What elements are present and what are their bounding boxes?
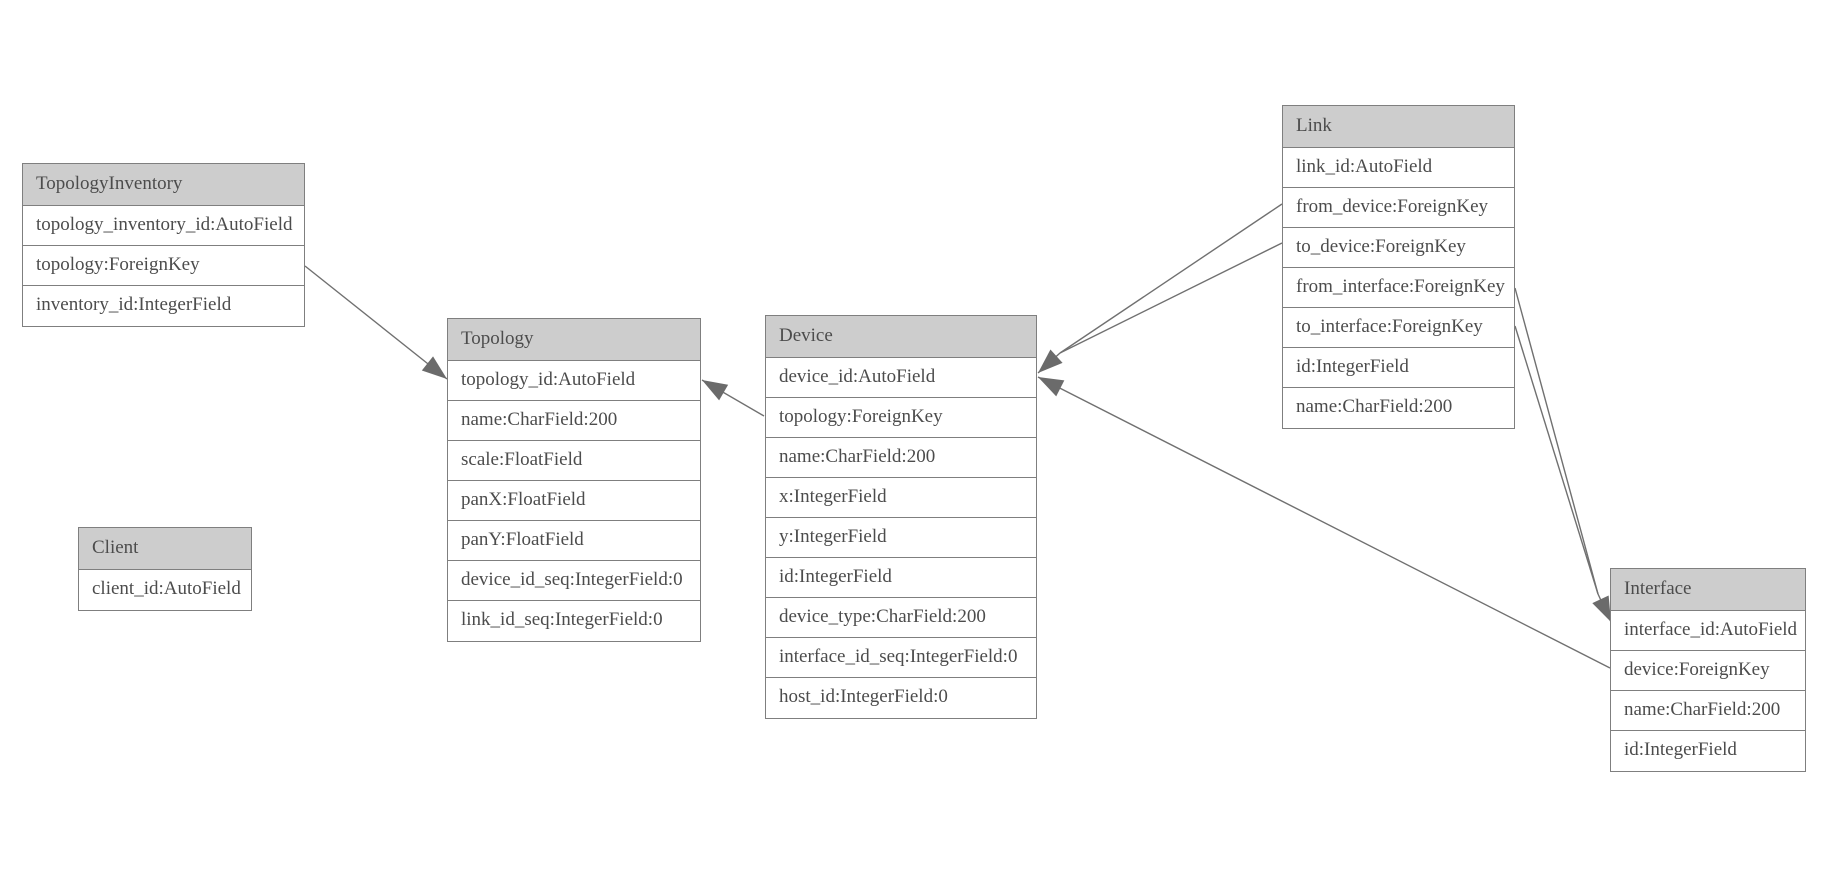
field-row: name:CharField:200 — [766, 438, 1036, 478]
entity-title-topology: Topology — [448, 319, 700, 361]
field-row: to_interface:ForeignKey — [1283, 308, 1514, 348]
field-row: device:ForeignKey — [1611, 651, 1805, 691]
field-row: inventory_id:IntegerField — [36, 294, 232, 315]
relationship-line-link-to_device-line — [1059, 242, 1283, 354]
field-row: device_type:CharField:200 — [766, 598, 1036, 638]
field-row: link_id:AutoField — [1283, 148, 1514, 188]
field-row: name:CharField:200 — [1296, 396, 1453, 417]
field-row: name:CharField:200 — [1611, 691, 1805, 731]
relationship-line-link-to_interface-line — [1514, 325, 1599, 595]
field-row: topology:ForeignKey — [23, 246, 304, 286]
entity-title-client: Client — [79, 528, 251, 570]
field-row: scale:FloatField — [448, 441, 700, 481]
field-row: panX:FloatField — [448, 481, 700, 521]
field-row: interface_id_seq:IntegerField:0 — [766, 638, 1036, 678]
field-row: id:IntegerField — [1624, 739, 1737, 760]
field-row: topology_inventory_id:AutoField — [23, 206, 304, 246]
field-row: host_id:IntegerField:0 — [779, 686, 948, 707]
entity-title-topologyinventory: TopologyInventory — [23, 164, 304, 206]
relationship-line-link-from_interface-line — [1514, 287, 1599, 595]
relationship-line-topologyinventory-topology — [304, 265, 448, 380]
field-row: panY:FloatField — [448, 521, 700, 561]
field-row: y:IntegerField — [766, 518, 1036, 558]
field-row: id:IntegerField — [1283, 348, 1514, 388]
field-row: link_id_seq:IntegerField:0 — [461, 609, 663, 630]
arrowhead-icon-link-interface-arrow — [1592, 595, 1611, 622]
arrowhead-icon-device-topology — [702, 380, 729, 401]
arrowhead-icon-topologyinventory-topology — [421, 356, 447, 379]
field-row: topology:ForeignKey — [766, 398, 1036, 438]
field-row: name:CharField:200 — [448, 401, 700, 441]
field-row: from_device:ForeignKey — [1283, 188, 1514, 228]
field-row: id:IntegerField — [766, 558, 1036, 598]
field-row: device_id_seq:IntegerField:0 — [448, 561, 700, 601]
field-row: interface_id:AutoField — [1611, 611, 1805, 651]
entity-client: Client client_id:AutoField — [78, 527, 252, 611]
field-row: x:IntegerField — [766, 478, 1036, 518]
field-row: topology_id:AutoField — [448, 361, 700, 401]
field-row: to_device:ForeignKey — [1283, 228, 1514, 268]
arrowhead-icon-link-device-arrow — [1038, 349, 1063, 373]
relationship-line-link-from_device-line — [1059, 203, 1283, 354]
field-row: client_id:AutoField — [92, 578, 241, 599]
arrowhead-icon-interface-device — [1038, 377, 1065, 397]
entity-title-device: Device — [766, 316, 1036, 358]
field-row: from_interface:ForeignKey — [1283, 268, 1514, 308]
entity-title-link: Link — [1283, 106, 1514, 148]
field-row: device_id:AutoField — [766, 358, 1036, 398]
relationship-line-interface-device — [1037, 376, 1611, 669]
entity-title-interface: Interface — [1611, 569, 1805, 611]
